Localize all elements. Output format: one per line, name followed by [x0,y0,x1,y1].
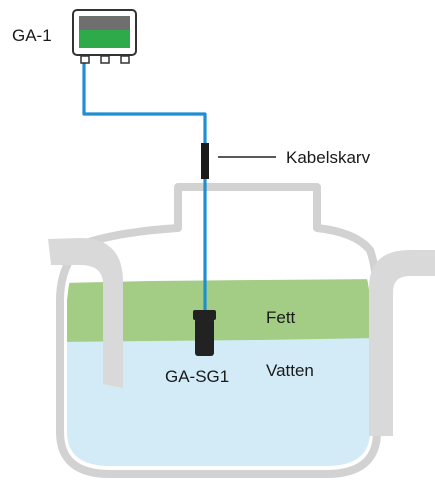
outlet-pipe [369,250,435,436]
inlet-pipe [48,238,123,388]
device-terminal [100,55,110,64]
device-screen [79,16,130,30]
sensor-body [195,318,214,356]
device-terminal [80,55,90,64]
controller-unit-icon [72,9,137,64]
device-indicator [79,30,130,48]
device-label: GA-1 [12,26,52,45]
splice-label: Kabelskarv [286,148,371,167]
device-terminal [120,55,130,64]
sensor-cap [193,310,216,320]
level-sensor-probe-icon [193,310,216,356]
water-layer-label: Vatten [266,361,314,380]
grease-layer [67,279,370,342]
grease-layer-label: Fett [266,308,296,327]
sensor-cable [82,62,207,314]
cable-splice-icon [201,143,209,179]
sensor-label: GA-SG1 [165,367,230,386]
